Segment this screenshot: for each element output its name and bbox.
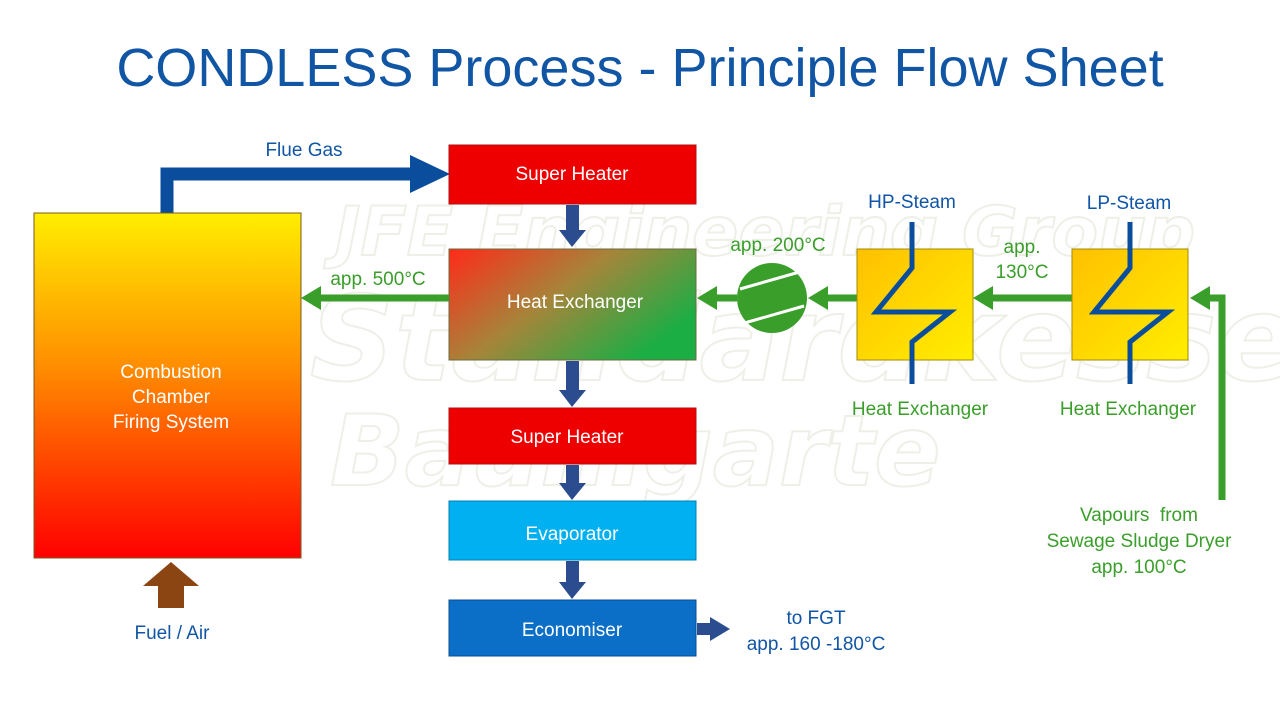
hp-steam-coil <box>870 222 958 384</box>
combustion-label-1: Combustion <box>120 362 221 383</box>
super-heater-top-box <box>448 144 697 205</box>
evaporator-box <box>448 500 697 561</box>
page-title: CONDLESS Process - Principle Flow Sheet <box>116 38 1163 98</box>
temp-500-label: app. 500°C <box>330 269 425 290</box>
vapours-label-1: Vapours from <box>1080 505 1198 526</box>
flue-gas-label: Flue Gas <box>265 140 342 161</box>
vapours-label-2: Sewage Sludge Dryer <box>1047 531 1232 552</box>
down-arrow-3 <box>559 465 586 500</box>
economiser-label: Economiser <box>522 620 623 641</box>
fuel-air-arrow <box>143 562 199 608</box>
fuel-air-label: Fuel / Air <box>135 623 211 644</box>
flue-gas-arrow <box>160 155 450 213</box>
hp-heat-exchanger-box <box>856 248 974 361</box>
compressor-icon <box>737 263 807 333</box>
combustion-label-2: Chamber <box>132 387 211 408</box>
down-arrow-1 <box>559 205 586 247</box>
hp-steam-label: HP-Steam <box>868 192 956 213</box>
temp-130-label-2: 130°C <box>995 262 1048 283</box>
super-heater-bottom-label: Super Heater <box>510 427 624 448</box>
to-fgt-label-1: to FGT <box>786 608 846 629</box>
lp-heat-exchanger-label: Heat Exchanger <box>1060 399 1197 420</box>
down-arrow-2 <box>559 361 586 407</box>
lp-steam-label: LP-Steam <box>1087 193 1171 214</box>
heat-exchanger-main-box <box>448 248 697 361</box>
heat-exchanger-main-label: Heat Exchanger <box>507 292 644 313</box>
hp-heat-exchanger-label: Heat Exchanger <box>852 399 989 420</box>
vapour-flow-line <box>301 286 1226 500</box>
to-fgt-label-2: app. 160 -180°C <box>747 634 886 655</box>
evaporator-label: Evaporator <box>526 524 620 545</box>
down-arrow-4 <box>559 561 586 599</box>
combustion-label-3: Firing System <box>113 412 229 433</box>
super-heater-bottom-box <box>448 407 697 465</box>
vapours-label-3: app. 100°C <box>1091 557 1186 578</box>
lp-steam-coil <box>1088 222 1176 384</box>
temp-200-label: app. 200°C <box>730 235 825 256</box>
combustion-chamber-box <box>33 212 302 559</box>
economiser-box <box>448 599 697 657</box>
temp-130-label-1: app. <box>1004 237 1041 258</box>
to-fgt-arrow <box>697 617 730 641</box>
super-heater-top-label: Super Heater <box>515 164 629 185</box>
